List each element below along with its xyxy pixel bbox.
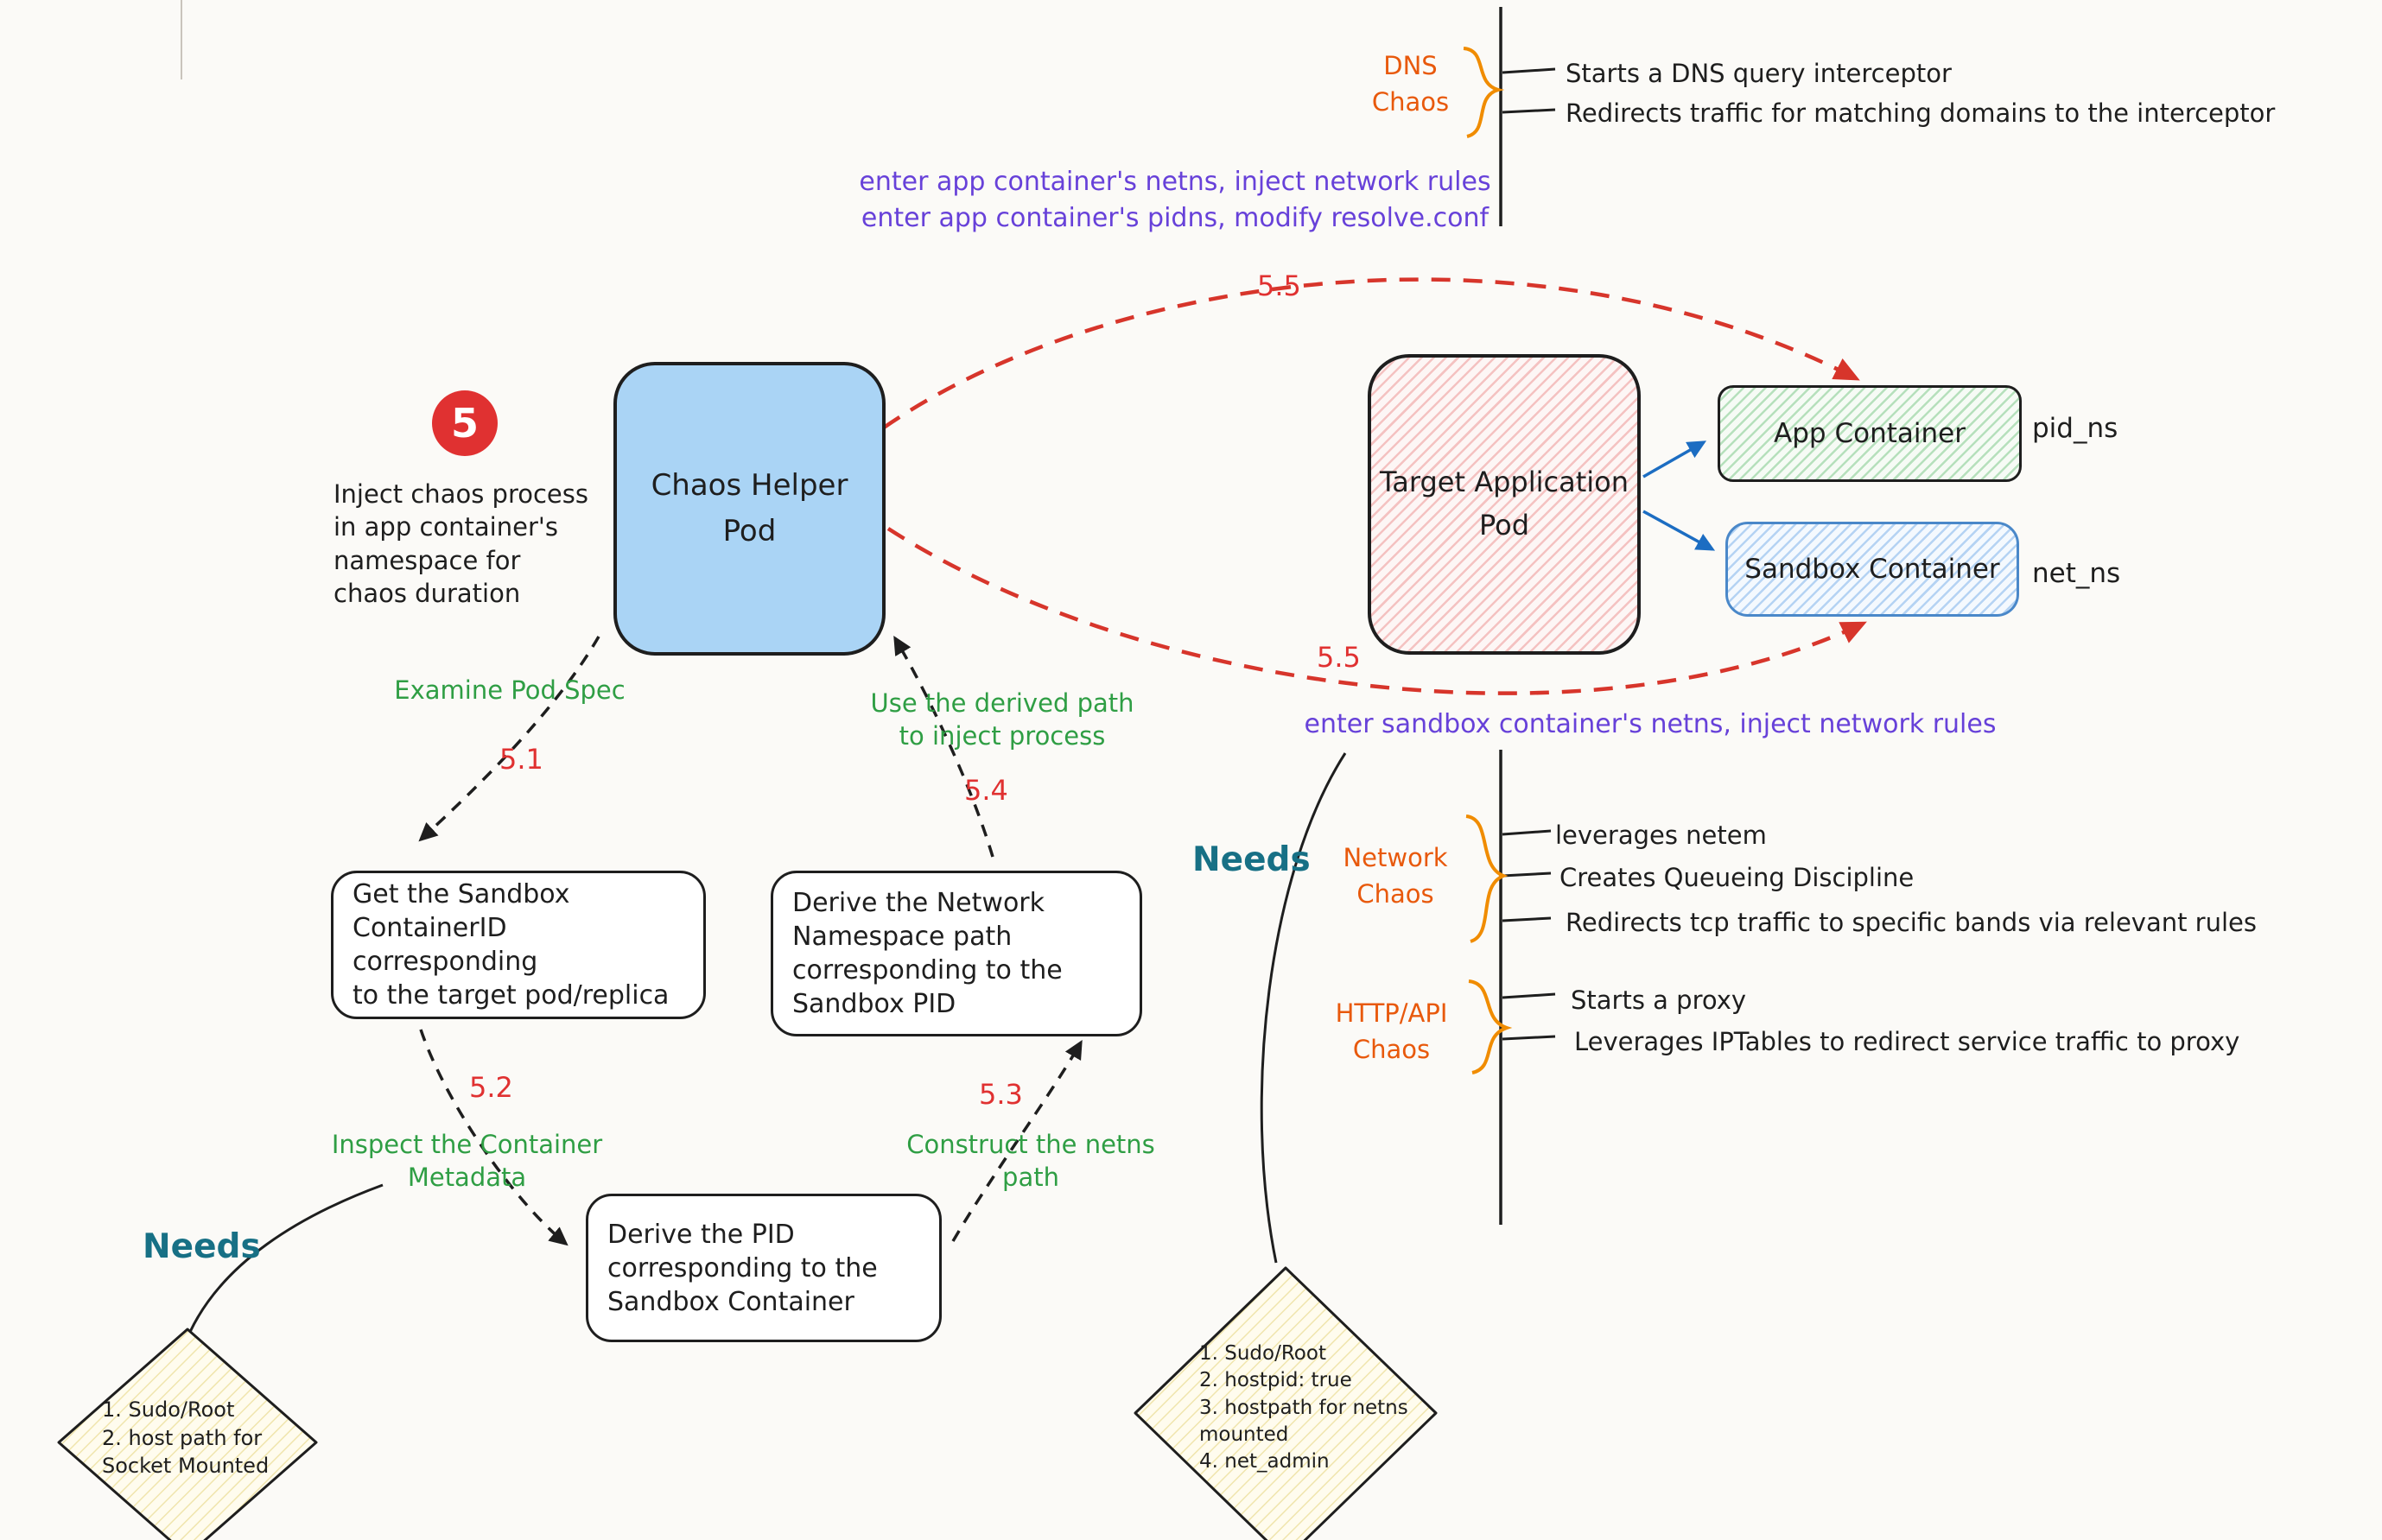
needs-left-label: Needs [143,1227,261,1266]
step-number-5-1: 5.1 [499,743,543,776]
tick-http-2 [1502,1035,1556,1041]
step-number-5-2: 5.2 [469,1071,513,1104]
needs-left-diamond [57,1328,318,1540]
http-point-1: Starts a proxy [1571,985,1747,1015]
tick-network-2 [1502,871,1552,878]
arrow-pod-to-sandbox-container [1642,510,1716,551]
chaos-helper-pod: Chaos Helper Pod [613,362,886,656]
arrow-step-5-1 [418,636,600,842]
network-point-1: leverages netem [1555,821,1767,850]
needs-left-connector [188,1183,384,1333]
http-chaos-brace [1468,979,1513,1074]
arrow-step-5-3 [951,1039,1083,1242]
dns-chaos-label: DNS Chaos [1371,51,1450,117]
http-api-chaos-label: HTTP/API Chaos [1335,998,1448,1065]
net-ns-label: net_ns [2032,558,2121,589]
dns-point-1: Starts a DNS query interceptor [1566,59,1952,88]
arrow-step-5-2 [419,1029,569,1246]
box-get-sandbox-containerid: Get the Sandbox ContainerID correspondin… [331,871,706,1019]
caption-examine-pod-spec: Examine Pod Spec [394,675,626,705]
tick-network-1 [1502,829,1552,836]
app-container: App Container [1718,385,2022,482]
tick-http-1 [1502,992,1556,999]
needs-right-label: Needs [1192,840,1311,879]
note-sandbox-container-netns: enter sandbox container's netns, inject … [1304,709,1997,739]
inject-chaos-note: Inject chaos process in app container's … [333,479,588,608]
sandbox-container: Sandbox Container [1725,522,2019,617]
needs-right-diamond [1134,1266,1438,1540]
caption-use-derived-path: Use the derived path to inject process [870,688,1134,751]
step-number-5-5-bottom: 5.5 [1317,641,1361,674]
caption-inspect-container-metadata: Inspect the Container Metadata [331,1130,603,1193]
target-application-pod: Target Application Pod [1368,354,1641,655]
arrow-step-5-4 [893,635,994,858]
tick-network-3 [1502,916,1552,922]
needs-left-items: 1. Sudo/Root 2. host path for Socket Mou… [102,1397,270,1479]
http-point-2: Leverages IPTables to redirect service t… [1574,1027,2240,1056]
step-number-5-3: 5.3 [979,1078,1023,1111]
network-point-2: Creates Queueing Discipline [1559,863,1915,892]
pid-ns-label: pid_ns [2032,413,2118,444]
network-chaos-label: Network Chaos [1343,843,1448,909]
note-app-container-netns: enter app container's netns, inject netw… [859,167,1491,233]
step-number-5-5-top: 5.5 [1257,269,1301,302]
tick-dns-1 [1502,67,1556,74]
arrow-pod-to-app-container [1642,440,1707,478]
needs-right-connector [1260,752,1347,1264]
step-5-badge: 5 [432,390,498,456]
dns-point-2: Redirects traffic for matching domains t… [1566,98,2276,128]
box-derive-pid: Derive the PID corresponding to the Sand… [586,1194,942,1342]
network-chaos-brace [1465,814,1509,943]
box-derive-netns-path: Derive the Network Namespace path corres… [771,871,1142,1036]
needs-right-items: 1. Sudo/Root 2. hostpid: true 3. hostpat… [1199,1342,1408,1473]
dns-chaos-brace [1463,47,1505,138]
network-point-3: Redirects tcp traffic to specific bands … [1566,908,2257,937]
tick-dns-2 [1502,108,1556,114]
caption-construct-netns-path: Construct the netns path [906,1130,1155,1193]
step-number-5-4: 5.4 [964,774,1008,807]
red-dashed-arrow-to-sandbox-container [886,527,1867,695]
